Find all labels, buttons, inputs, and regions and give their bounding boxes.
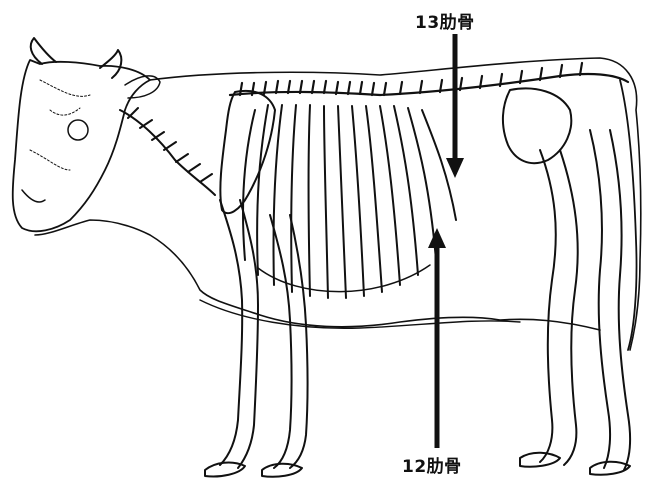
rib-13-label: 13肋骨 [415,8,475,33]
rib-cage [243,105,456,298]
arrow-rib-13 [446,34,464,178]
rib-12 [408,108,436,260]
eye-socket [68,120,88,140]
hind-legs [520,130,630,475]
spine [230,63,628,95]
arrow-rib-12 [428,228,446,448]
horn-left [31,38,56,64]
tail [620,80,637,350]
belly-outline [200,300,520,328]
rib-12-label: 12肋骨 [402,452,462,477]
head-outline [13,60,150,231]
neck-vertebrae [120,108,215,195]
horn-right [100,50,121,78]
